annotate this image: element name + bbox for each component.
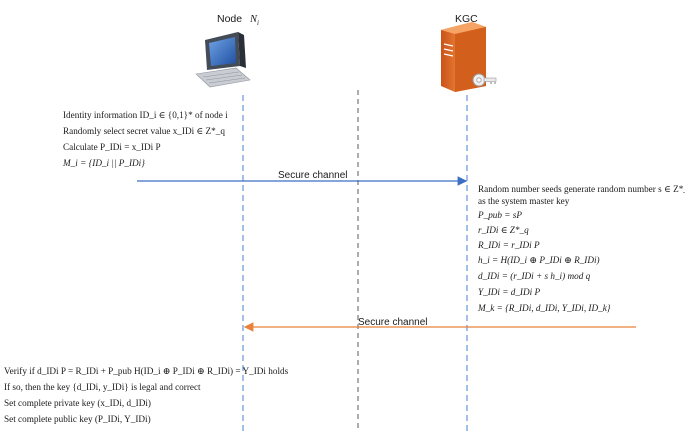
- kgc-step-1: Random number seeds generate random numb…: [478, 184, 685, 194]
- kgc-step-7: d_IDi = (r_IDi + s h_i) mod q: [478, 271, 591, 281]
- node-heading: Node Ni: [217, 13, 259, 27]
- node-step-4: M_i = {ID_i || P_IDi}: [63, 158, 145, 168]
- kgc-step-5: R_IDi = r_IDi P: [478, 240, 540, 250]
- server-key-icon: [441, 22, 497, 92]
- node-step-3: Calculate P_IDi = x_IDi P: [63, 142, 161, 152]
- node-step-2: Randomly select secret value x_IDi ∈ Z*_…: [63, 126, 225, 136]
- node-step-1: Identity information ID_i ∈ {0,1}* of no…: [63, 110, 228, 120]
- verify-step-1: Verify if d_IDi P = R_IDi + P_pub H(ID_i…: [4, 366, 289, 376]
- secure-channel-label-bottom: Secure channel: [358, 317, 428, 328]
- computer-icon: [195, 32, 251, 88]
- node-math: Ni: [250, 14, 259, 28]
- verify-step-2: If so, then the key {d_IDi, y_IDi} is le…: [4, 382, 201, 392]
- node-title: Node: [217, 13, 243, 25]
- kgc-step-3: P_pub = sP: [478, 210, 522, 220]
- kgc-heading: KGC: [455, 13, 478, 25]
- verify-step-4: Set complete public key (P_IDi, Y_IDi): [4, 414, 151, 424]
- secure-channel-label-top: Secure channel: [278, 170, 348, 181]
- kgc-step-9: M_k = {R_IDi, d_IDi, Y_IDi, ID_k}: [478, 303, 611, 313]
- kgc-step-6: h_i = H(ID_i ⊕ P_IDi ⊕ R_IDi): [478, 255, 600, 265]
- verify-step-3: Set complete private key (x_IDi, d_IDi): [4, 398, 151, 408]
- kgc-step-4: r_IDi ∈ Z*_q: [478, 225, 529, 235]
- kgc-step-8: Y_IDi = d_IDi P: [478, 287, 541, 297]
- kgc-step-2: as the system master key: [478, 196, 570, 206]
